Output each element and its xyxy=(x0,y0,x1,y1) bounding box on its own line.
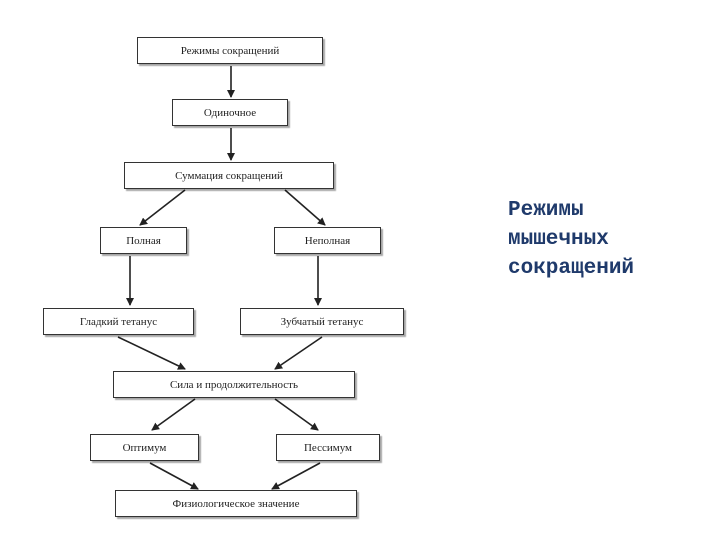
arrow-pessimum-physiological xyxy=(271,462,321,490)
node-summation: Суммация сокращений xyxy=(124,162,334,189)
node-smooth-tetanus: Гладкий тетанус xyxy=(43,308,194,335)
slide-title: Режимы мышечных сокращений xyxy=(508,196,708,283)
slide-title-line-3: сокращений xyxy=(508,257,635,280)
node-dentate-tetanus: Зубчатый тетанус xyxy=(240,308,404,335)
arrow-force-optimum xyxy=(151,398,196,431)
slide-title-line-2: мышечных xyxy=(508,228,609,251)
node-root: Режимы сокращений xyxy=(137,37,323,64)
arrow-summation-full xyxy=(139,189,186,226)
arrow-force-pessimum xyxy=(274,398,319,431)
node-physiological: Физиологическое значение xyxy=(115,490,357,517)
node-pessimum: Пессимум xyxy=(276,434,380,461)
arrow-optimum-physiological xyxy=(149,462,199,490)
node-partial: Неполная xyxy=(274,227,381,254)
arrow-smooth-force xyxy=(117,336,186,370)
arrow-summation-partial xyxy=(284,189,326,226)
arrow-dentate-force xyxy=(274,336,323,370)
slide-title-line-1: Режимы xyxy=(508,199,584,222)
node-full: Полная xyxy=(100,227,187,254)
node-single: Одиночное xyxy=(172,99,288,126)
node-force-duration: Сила и продолжительность xyxy=(113,371,355,398)
node-optimum: Оптимум xyxy=(90,434,199,461)
